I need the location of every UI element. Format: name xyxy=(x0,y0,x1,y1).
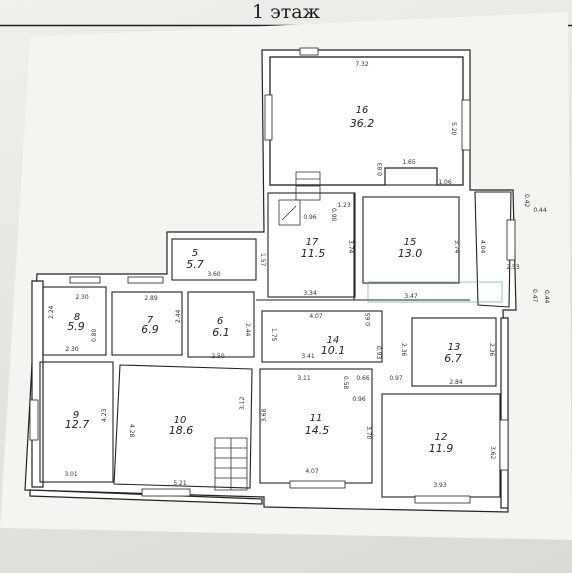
room-12-area: 11.9 xyxy=(429,442,454,455)
dim-label: 2.50 xyxy=(211,353,225,360)
dim-label: 2.89 xyxy=(144,295,158,302)
staircase-upper xyxy=(278,171,321,226)
dim-label: 3.47 xyxy=(404,293,418,300)
dim-label: 3.74 xyxy=(347,240,354,254)
dim-label: 2.36 xyxy=(400,343,407,357)
dim-label: 4.23 xyxy=(101,408,108,422)
room-5-number: 5 xyxy=(192,248,198,259)
room-9-area: 12.7 xyxy=(65,418,90,431)
room-15-area: 13.0 xyxy=(398,247,423,260)
dim-label: 0.96 xyxy=(303,214,317,221)
dim-label: 0.97 xyxy=(389,375,403,382)
room-15-number: 15 xyxy=(404,237,417,248)
dim-label: 0.58 xyxy=(342,376,349,390)
dim-label: 0.44 xyxy=(533,207,547,214)
dim-label: 1.65 xyxy=(402,159,416,166)
room-7-number: 7 xyxy=(147,315,154,326)
dim-label: 7.32 xyxy=(355,61,369,68)
room-6-number: 6 xyxy=(217,316,223,327)
watermark-box xyxy=(367,281,503,303)
dimension-labels: 7.32 5.20 1.65 0.83 1.06 0.96 0.90 1.23 … xyxy=(48,61,550,489)
dim-label: 0.66 xyxy=(356,375,370,382)
room-5-area: 5.7 xyxy=(186,258,204,271)
room-11-number: 11 xyxy=(310,413,323,424)
dim-label: 3.93 xyxy=(433,482,447,489)
dim-label: 2.24 xyxy=(48,305,55,319)
dim-label: 1.57 xyxy=(259,253,266,267)
room-10-area: 18.6 xyxy=(169,424,194,437)
room-6-area: 6.1 xyxy=(212,326,230,339)
dim-label: 3.74 xyxy=(453,240,460,254)
dim-label: 5.20 xyxy=(450,122,457,136)
room-7-area: 6.9 xyxy=(141,323,159,336)
room-14-area: 10.1 xyxy=(321,344,346,357)
dim-label: 0.80 xyxy=(91,328,98,342)
dim-label: 0.42 xyxy=(523,194,530,208)
room-16-area: 36.2 xyxy=(350,117,375,130)
room-17-area: 11.5 xyxy=(301,247,326,260)
room-12-number: 12 xyxy=(435,432,448,443)
dim-label: 0.47 xyxy=(531,289,538,303)
room-8-number: 8 xyxy=(74,312,80,323)
dim-label: 2.53 xyxy=(506,264,520,271)
dim-label: 2.30 xyxy=(65,346,79,353)
dim-label: 1.06 xyxy=(438,179,452,186)
dim-label: 3.60 xyxy=(207,271,221,278)
dim-label: 3.12 xyxy=(239,396,246,410)
dim-label: 3.62 xyxy=(489,446,496,460)
dim-label: 1.75 xyxy=(270,328,277,342)
dim-label: 2.36 xyxy=(488,343,495,357)
dim-label: 0.65 xyxy=(365,312,372,326)
dim-label: 0.96 xyxy=(352,396,366,403)
floor-title: 1 этаж xyxy=(251,1,321,23)
dim-label: 3.11 xyxy=(297,375,311,382)
dim-label: 2.44 xyxy=(244,323,251,337)
dim-label: 4.07 xyxy=(309,313,323,320)
room-13-number: 13 xyxy=(448,342,461,353)
room-9-number: 9 xyxy=(73,410,79,421)
room-14-number: 14 xyxy=(327,335,340,346)
room-10-number: 10 xyxy=(174,415,187,426)
room-13-area: 6.7 xyxy=(444,352,462,365)
dim-label: 3.34 xyxy=(303,290,317,297)
dim-label: 0.83 xyxy=(377,162,384,176)
dim-label: 5.21 xyxy=(173,480,187,487)
room-11-area: 14.5 xyxy=(305,424,330,437)
dim-label: 4.28 xyxy=(128,424,135,438)
room-16-number: 16 xyxy=(356,105,369,116)
dim-label: 0.44 xyxy=(543,290,550,304)
dim-label: 3.01 xyxy=(64,471,78,478)
dim-label: 3.68 xyxy=(261,408,268,422)
room-17-number: 17 xyxy=(306,237,319,248)
room-labels: 16 36.2 17 11.5 15 13.0 5 5.7 8 5.9 7 6.… xyxy=(65,105,462,455)
dim-label: 2.84 xyxy=(449,379,463,386)
dim-label: 3.41 xyxy=(301,353,315,360)
dim-label: 2.30 xyxy=(75,294,89,301)
dim-label: 2.44 xyxy=(175,309,182,323)
room-8-area: 5.9 xyxy=(67,320,85,333)
staircase-lower xyxy=(214,437,248,491)
windows xyxy=(29,47,516,504)
dim-label: 0.93 xyxy=(375,346,382,360)
dim-label: 1.23 xyxy=(337,202,351,209)
dim-label: 3.70 xyxy=(365,426,372,440)
dim-label: 4.04 xyxy=(479,240,486,254)
dim-label: 0.90 xyxy=(330,208,337,222)
dim-label: 4.07 xyxy=(305,468,319,475)
